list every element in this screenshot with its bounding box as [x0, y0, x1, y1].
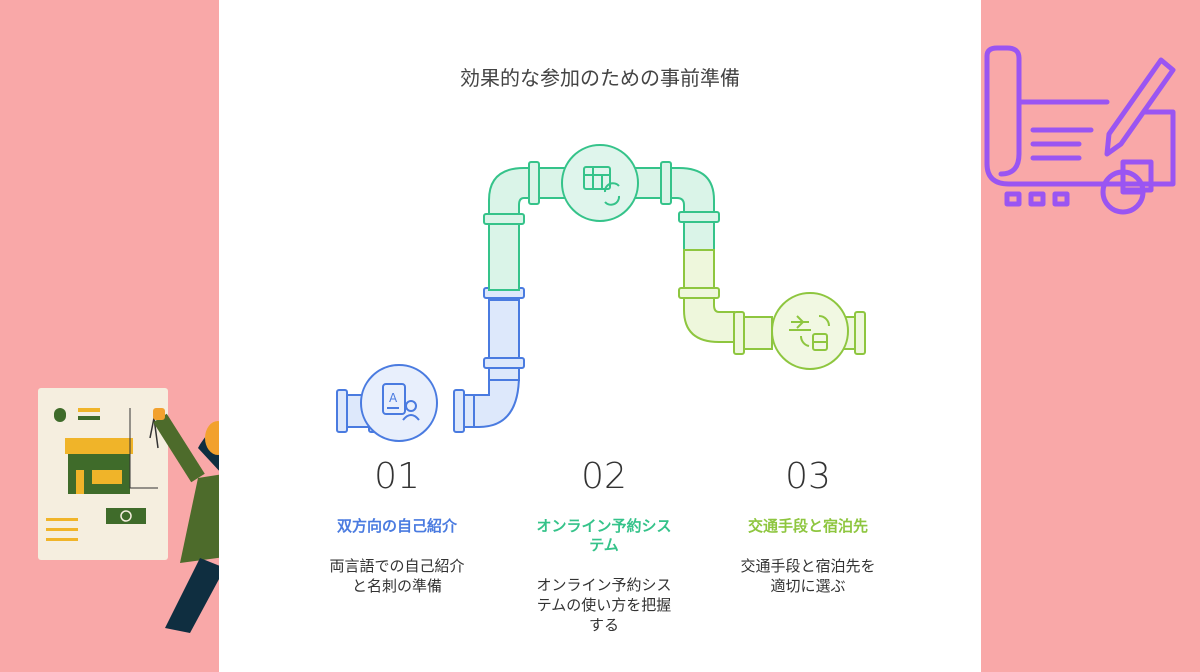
node-3 [771, 292, 849, 370]
step-description: オンライン予約シス テムの使い方を把握 する [514, 575, 694, 635]
right-panel [981, 0, 1200, 672]
pipe-segment-1 [336, 287, 525, 433]
step-title-line: テム [589, 536, 619, 554]
step-description-line: する [588, 616, 619, 634]
pipe-segment-3 [678, 249, 866, 355]
step-title-line: オンライン予約シス [536, 517, 672, 535]
blueprint-pencil-icon [984, 45, 1176, 215]
step-number: 02 [581, 456, 627, 497]
step-1: 01 双方向の自己紹介 両言語での自己紹介 と名刺の準備 [307, 456, 487, 596]
step-description-line: 適切に選ぶ [770, 577, 846, 595]
left-panel [0, 0, 260, 672]
language-id-card-icon: A [382, 383, 420, 421]
step-3: 03 交通手段と宿泊先 交通手段と宿泊先を 適切に選ぶ [718, 456, 898, 596]
node-2 [561, 144, 639, 222]
node-1: A [360, 364, 438, 442]
plane-bus-exchange-icon [789, 315, 830, 351]
step-description-line: オンライン予約シス [536, 576, 672, 594]
step-title: オンライン予約シス テム [514, 517, 694, 555]
step-description-line: 両言語での自己紹介 [329, 557, 465, 575]
step-description: 両言語での自己紹介 と名刺の準備 [307, 556, 487, 596]
pipeline-diagram: A [336, 144, 866, 442]
pipe-segment-2 [483, 161, 720, 291]
step-description-line: テムの使い方を把握 [536, 596, 672, 614]
step-number: 03 [785, 456, 831, 497]
step-description-line: 交通手段と宿泊先を [740, 557, 876, 575]
step-number: 01 [374, 456, 420, 497]
step-2: 02 オンライン予約シス テム オンライン予約シス テムの使い方を把握 する [514, 456, 694, 635]
table-refresh-icon [583, 166, 621, 206]
infographic-panel: 効果的な参加のための事前準備 [219, 0, 981, 672]
step-title: 双方向の自己紹介 [336, 517, 457, 535]
step-title: 交通手段と宿泊先 [747, 517, 868, 535]
step-description-line: と名刺の準備 [351, 577, 442, 595]
step-description: 交通手段と宿泊先を 適切に選ぶ [718, 556, 898, 596]
svg-text:A: A [389, 391, 398, 405]
page-title: 効果的な参加のための事前準備 [460, 66, 740, 90]
